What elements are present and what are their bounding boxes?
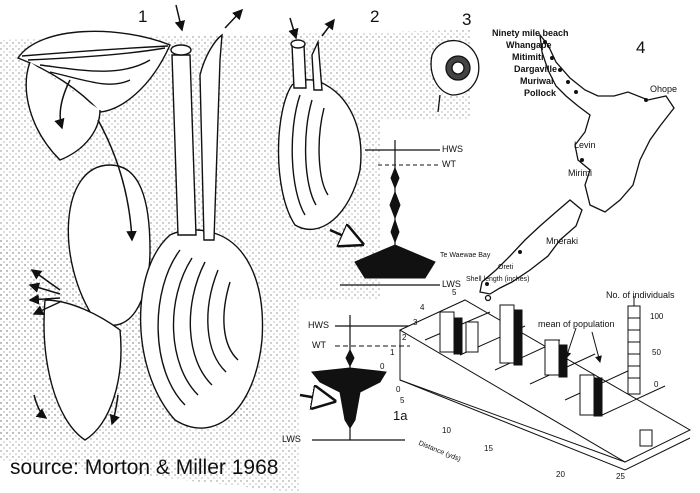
upper-tide-profile [340, 140, 440, 286]
mean-pointer [564, 327, 602, 363]
distance-tick-25: 25 [616, 472, 625, 481]
panel-1-shells [16, 30, 264, 441]
shell-tick-2: 2 [402, 333, 407, 342]
upper-lws-label: LWS [442, 279, 461, 289]
individuals-tick-100: 100 [650, 312, 664, 321]
panel-2-arrows [288, 17, 362, 244]
panel-1a-label: 1a [393, 408, 408, 423]
shell-tick-4: 4 [420, 303, 425, 312]
place-levin: Levin [574, 140, 596, 150]
panel-1a-profile [299, 315, 410, 441]
lower-lws-label: LWS [282, 434, 301, 444]
mean-population-label: mean of population [538, 319, 615, 329]
place-muriwai: Muriwai [520, 76, 554, 86]
place-dargaville: Dargaville [514, 64, 558, 74]
panel-1-arrows [28, 4, 244, 426]
panel-3-shell [430, 39, 480, 113]
place-ohope: Ohope [650, 84, 678, 94]
nz-map [479, 32, 675, 302]
place-whangape: Whangape [506, 40, 552, 50]
place-oreti: Oreti [498, 264, 514, 271]
place-te-waewae-bay: Te Waewae Bay [440, 252, 491, 259]
individuals-axis-title: No. of individuals [606, 290, 675, 300]
panel-2-label: 2 [370, 7, 380, 26]
lower-hws-label: HWS [308, 320, 329, 330]
individuals-tick-0: 0 [654, 380, 659, 389]
panel-4-label: 4 [636, 38, 646, 57]
place-mirimi: Mirimi [568, 168, 592, 178]
panel-3-label: 3 [462, 10, 472, 29]
shell-tick-1: 1 [390, 348, 395, 357]
map-dots [485, 40, 648, 286]
place-mneraki: Mneraki [546, 236, 579, 246]
shell-tick-3: 3 [413, 318, 418, 327]
shell-tick-0: 0 [380, 362, 385, 371]
distance-tick-20: 20 [556, 470, 565, 479]
upper-hws-label: HWS [442, 144, 463, 154]
distance-tick-10: 10 [442, 426, 451, 435]
place-mitimiti: Mitimiti [512, 52, 544, 62]
panel-2-clam [277, 39, 362, 231]
distance-tick-5: 5 [400, 396, 405, 405]
upper-wt-label: WT [442, 159, 456, 169]
shell-tick-5: 5 [452, 288, 457, 297]
block-histogram [398, 299, 692, 471]
distance-tick-15: 15 [484, 444, 493, 453]
place-ninety-mile-beach: Ninety mile beach [492, 28, 569, 38]
source-caption: source: Morton & Miller 1968 [10, 456, 279, 479]
distance-tick-0: 0 [396, 385, 401, 394]
shell-length-axis-title: Shell length (inches) [466, 276, 530, 283]
individuals-scale [627, 296, 641, 395]
panel-1-label: 1 [138, 7, 148, 26]
lower-wt-label: WT [312, 340, 326, 350]
individuals-tick-50: 50 [652, 348, 661, 357]
place-pollock: Pollock [524, 88, 557, 98]
